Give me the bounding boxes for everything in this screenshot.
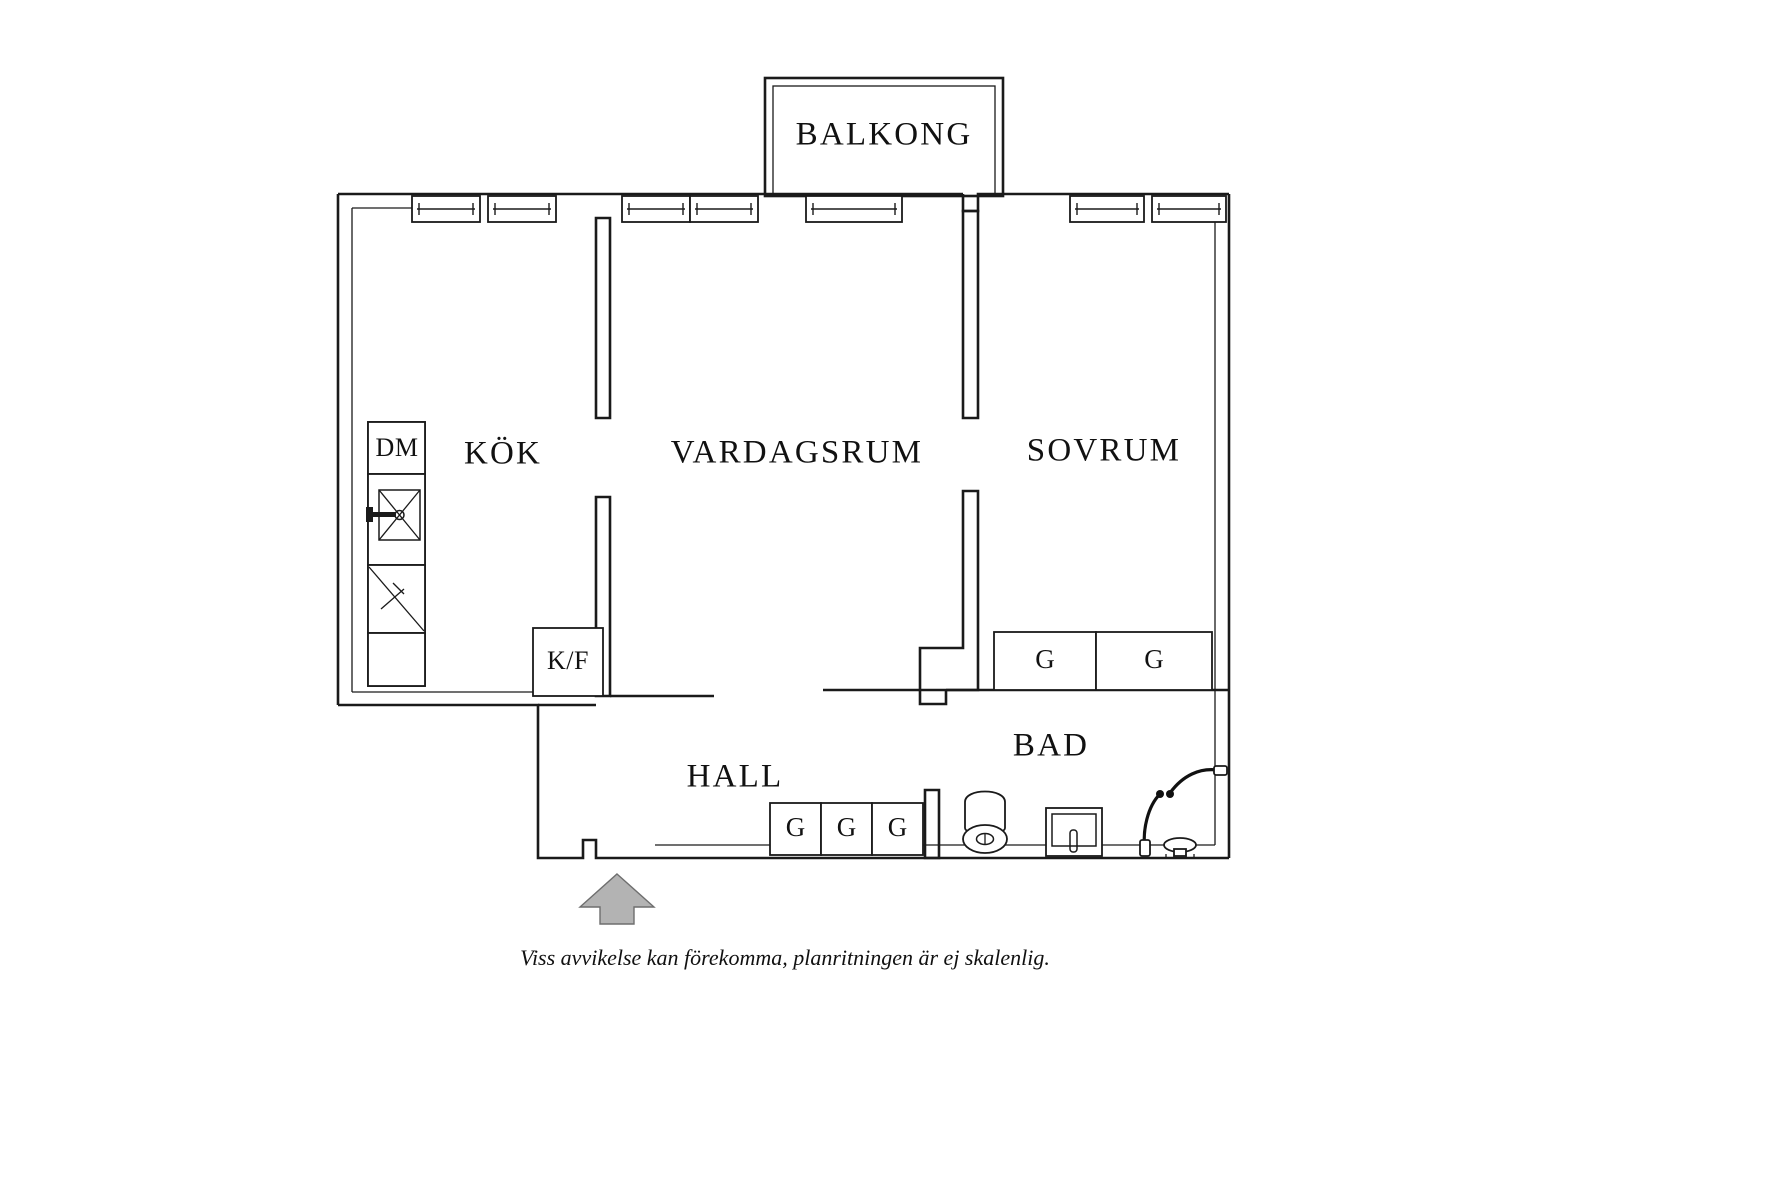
sovrum-closet-1: G [993, 631, 1097, 691]
closet-label-hall-3: G [888, 812, 908, 842]
sink-faucet [368, 512, 396, 517]
sovrum-closets-group: G G [993, 631, 1213, 691]
window-sovrum-2 [1151, 195, 1227, 223]
bathroom-fixtures-group [962, 765, 1228, 858]
room-labels-group: KÖK VARDAGSRUM SOVRUM HALL BAD [464, 433, 1181, 795]
appliance-dishwasher: DM [367, 421, 426, 475]
kitchen-sink [366, 473, 426, 566]
window-kok-2 [487, 195, 557, 223]
partition-bad-hall-vertical [923, 788, 941, 860]
windows-group [411, 195, 1227, 223]
closet-label-hall-2: G [837, 812, 857, 842]
partition-vardagsrum-sovrum-lower [918, 489, 980, 692]
room-label-kok: KÖK [464, 436, 542, 472]
hall-closet-3: G [871, 802, 924, 856]
window-sovrum-1 [1069, 195, 1145, 223]
balcony-group: BALKONG [763, 76, 1005, 198]
shower [1166, 765, 1228, 798]
apartment-inner-wall-lines [351, 207, 1216, 846]
hall-closets-group: G G G [769, 802, 924, 856]
room-label-sovrum: SOVRUM [1027, 433, 1181, 469]
plan-caption: Viss avvikelse kan förekomma, planritnin… [520, 945, 1050, 970]
room-label-bad: BAD [1013, 728, 1089, 764]
window-kok-1 [411, 195, 481, 223]
appliance-label-dm: DM [376, 433, 419, 462]
toilet [962, 790, 1008, 854]
partition-vardagsrum-sovrum-upper [961, 209, 980, 420]
window-vardagsrum-2 [689, 195, 759, 223]
room-label-balkong: BALKONG [796, 117, 973, 153]
appliance-fridge-freezer: K/F [532, 627, 604, 697]
room-label-vardagsrum: VARDAGSRUM [671, 435, 923, 471]
floor-drain [1163, 837, 1197, 858]
hall-closet-1: G [769, 802, 822, 856]
shower-hand-hose [1139, 790, 1164, 857]
appliance-label-kf: K/F [547, 646, 589, 675]
interior-partitions [538, 209, 1229, 860]
closet-label-hall-1: G [786, 812, 806, 842]
window-balcony-door [805, 195, 903, 223]
entrance-arrow-shape [578, 873, 656, 925]
hall-closet-2: G [820, 802, 873, 856]
window-vardagsrum-1 [621, 195, 691, 223]
kitchen-counter-group: DM [366, 421, 426, 687]
closet-label-sovrum-1: G [1035, 644, 1055, 674]
closet-label-sovrum-2: G [1144, 644, 1164, 674]
kitchen-stove [367, 564, 426, 634]
kitchen-base-cabinet [367, 632, 426, 687]
partition-bad-top-notch [918, 690, 948, 706]
apartment-outer-walls [336, 192, 1231, 860]
sink-faucet-base [366, 507, 373, 522]
room-label-hall: HALL [687, 759, 784, 795]
partition-kok-vardagsrum-upper [594, 216, 612, 420]
entrance-arrow [578, 873, 656, 925]
sovrum-closet-2: G [1095, 631, 1213, 691]
bathroom-sink [1045, 807, 1103, 857]
outer-wall-hall-left [338, 703, 651, 860]
